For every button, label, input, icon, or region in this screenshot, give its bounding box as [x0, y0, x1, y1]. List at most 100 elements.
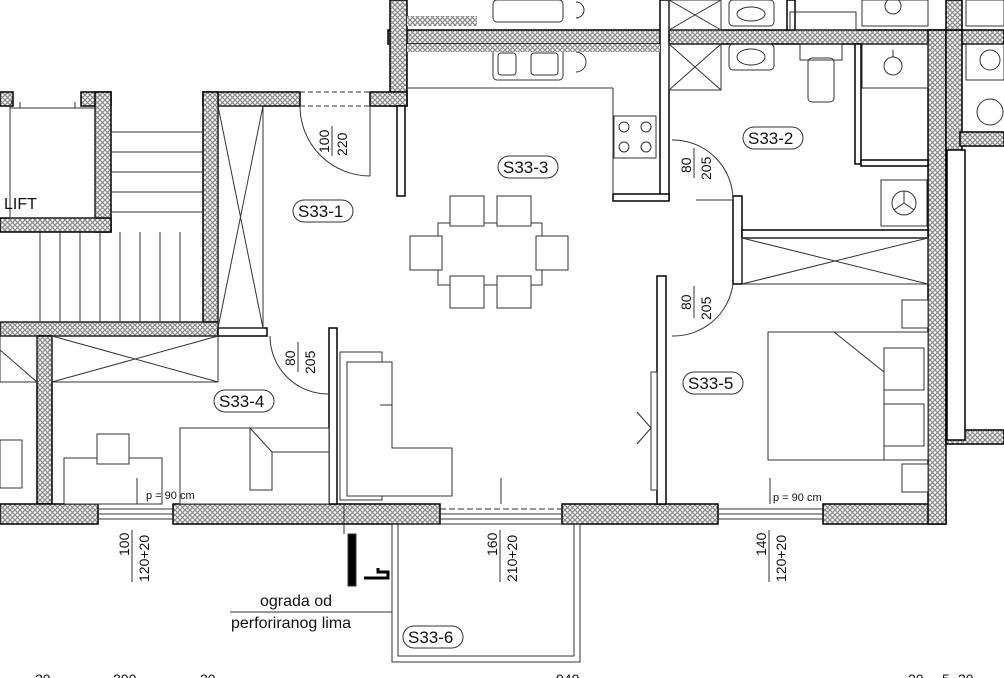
bed-s33-5 [636, 299, 929, 493]
wall-bottom-3 [561, 503, 719, 525]
bath-door-height: 205 [698, 296, 714, 320]
room-label-s33-3: S33-3 [503, 158, 548, 177]
partition-kitchen-bottom [612, 193, 670, 202]
washbasin-icon [728, 43, 775, 71]
parapet-right: p = 90 cm [773, 492, 822, 504]
stove-icon [613, 115, 657, 159]
room4-door-height: 205 [302, 350, 318, 374]
railing-post [347, 533, 357, 587]
wall-bottom-2 [172, 503, 441, 525]
wall-stair-vertical [202, 91, 219, 333]
bottom-dimension-chain: 20 200 20 940 20 5 20 [35, 671, 974, 678]
window3-width: 140 [753, 532, 769, 556]
bottom-dim: 200 [113, 671, 137, 678]
partition-wc [854, 43, 862, 165]
desk-chair [96, 433, 130, 465]
partition-bath [732, 195, 743, 285]
bathroom [728, 0, 1004, 227]
kitchen-door-width: 80 [678, 157, 694, 173]
nightstand [901, 299, 929, 329]
window-dimensions: 100 120+20 160 210+20 140 120+20 [116, 530, 789, 582]
stairs [0, 131, 203, 323]
dining-set [409, 195, 569, 309]
sink-top-icon [492, 0, 564, 23]
toilet-icon [807, 57, 835, 103]
room4-door-width: 80 [282, 350, 298, 366]
partition-wc-bottom [860, 159, 929, 167]
wall-top [387, 29, 1004, 45]
wardrobe-kitchen [668, 43, 722, 91]
partition-s33-1 [396, 105, 406, 197]
door-dimensions: 100 220 80 205 80 205 80 205 [282, 126, 714, 374]
room4-door-arc [269, 335, 330, 395]
wall-lift-left [0, 91, 14, 107]
lift-cabin [9, 99, 96, 219]
bed-s33-4 [179, 427, 330, 505]
room-label-s33-2: S33-2 [748, 129, 793, 148]
chair [449, 195, 485, 227]
partition-hall [217, 327, 268, 337]
pillow [883, 403, 925, 447]
sliding-door [650, 371, 658, 491]
partition-bedroom [656, 275, 667, 505]
bottom-dim: 940 [556, 671, 580, 678]
entry-door-arc [299, 105, 371, 177]
washbasin-top-icon [728, 0, 775, 27]
window3-height: 120+20 [773, 535, 789, 582]
partition-bath-bottom [741, 229, 929, 239]
entry-door-width: 100 [316, 129, 332, 153]
shower-icon [883, 56, 903, 76]
sofa [339, 351, 453, 501]
room-label-s33-4: S33-4 [219, 392, 264, 411]
railing-note-line1: ograda od [260, 593, 332, 610]
room-label-s33-1: S33-1 [298, 202, 343, 221]
wall-far-right-top [945, 0, 963, 31]
wall-bottom-1 [0, 503, 99, 525]
bath-door-arc [671, 283, 734, 337]
wall-lower-left [36, 335, 53, 505]
wall-far-right-mid [959, 131, 1004, 147]
wardrobe-bedroom [741, 237, 929, 285]
wall-lift-right [94, 91, 112, 233]
bottom-dim: 20 [958, 671, 974, 678]
chair [409, 235, 443, 271]
chair [535, 235, 569, 271]
partition-kitchen [659, 0, 670, 201]
desk [63, 457, 163, 505]
balcony [230, 504, 581, 663]
room-label-s33-6: S33-6 [408, 628, 453, 647]
railing-note-line2: perforiranog lima [231, 615, 351, 632]
window1-height: 120+20 [136, 535, 152, 582]
wardrobe-hall [217, 105, 264, 329]
entry-door-height: 220 [334, 132, 350, 156]
kitchen-door-height: 205 [698, 156, 714, 180]
bottom-dim: 20 [200, 671, 216, 678]
wall-upper-left [389, 0, 408, 107]
room-label-s33-5: S33-5 [688, 374, 733, 393]
bottom-dim: 20 [908, 671, 924, 678]
lift-label: LIFT [4, 196, 37, 213]
pillow [883, 347, 925, 391]
washer-icon [880, 179, 928, 227]
door-swings [269, 91, 734, 395]
room-labels: S33-1 S33-3 S33-2 S33-4 S33-5 S33-6 [213, 126, 804, 649]
partition-right-room [946, 149, 966, 441]
wardrobe-s33-4 [51, 335, 219, 383]
window1-width: 100 [116, 532, 132, 556]
bottom-dim: 5 [942, 671, 950, 678]
wall-right [927, 29, 947, 525]
chair [496, 195, 532, 227]
partition-top-bath [786, 0, 796, 31]
wardrobe-left [0, 335, 38, 383]
wall-lift-bottom [0, 217, 112, 233]
wall-under-stair [0, 321, 219, 337]
desk-s33-4 [0, 426, 330, 505]
chair [496, 275, 532, 309]
bath-door-width: 80 [678, 294, 694, 310]
window2-height: 210+20 [504, 535, 520, 582]
bottom-dim: 20 [35, 671, 51, 678]
kitchen-door-arc [671, 139, 734, 201]
window2-width: 160 [484, 532, 500, 556]
partition-s33-4 [328, 327, 338, 505]
